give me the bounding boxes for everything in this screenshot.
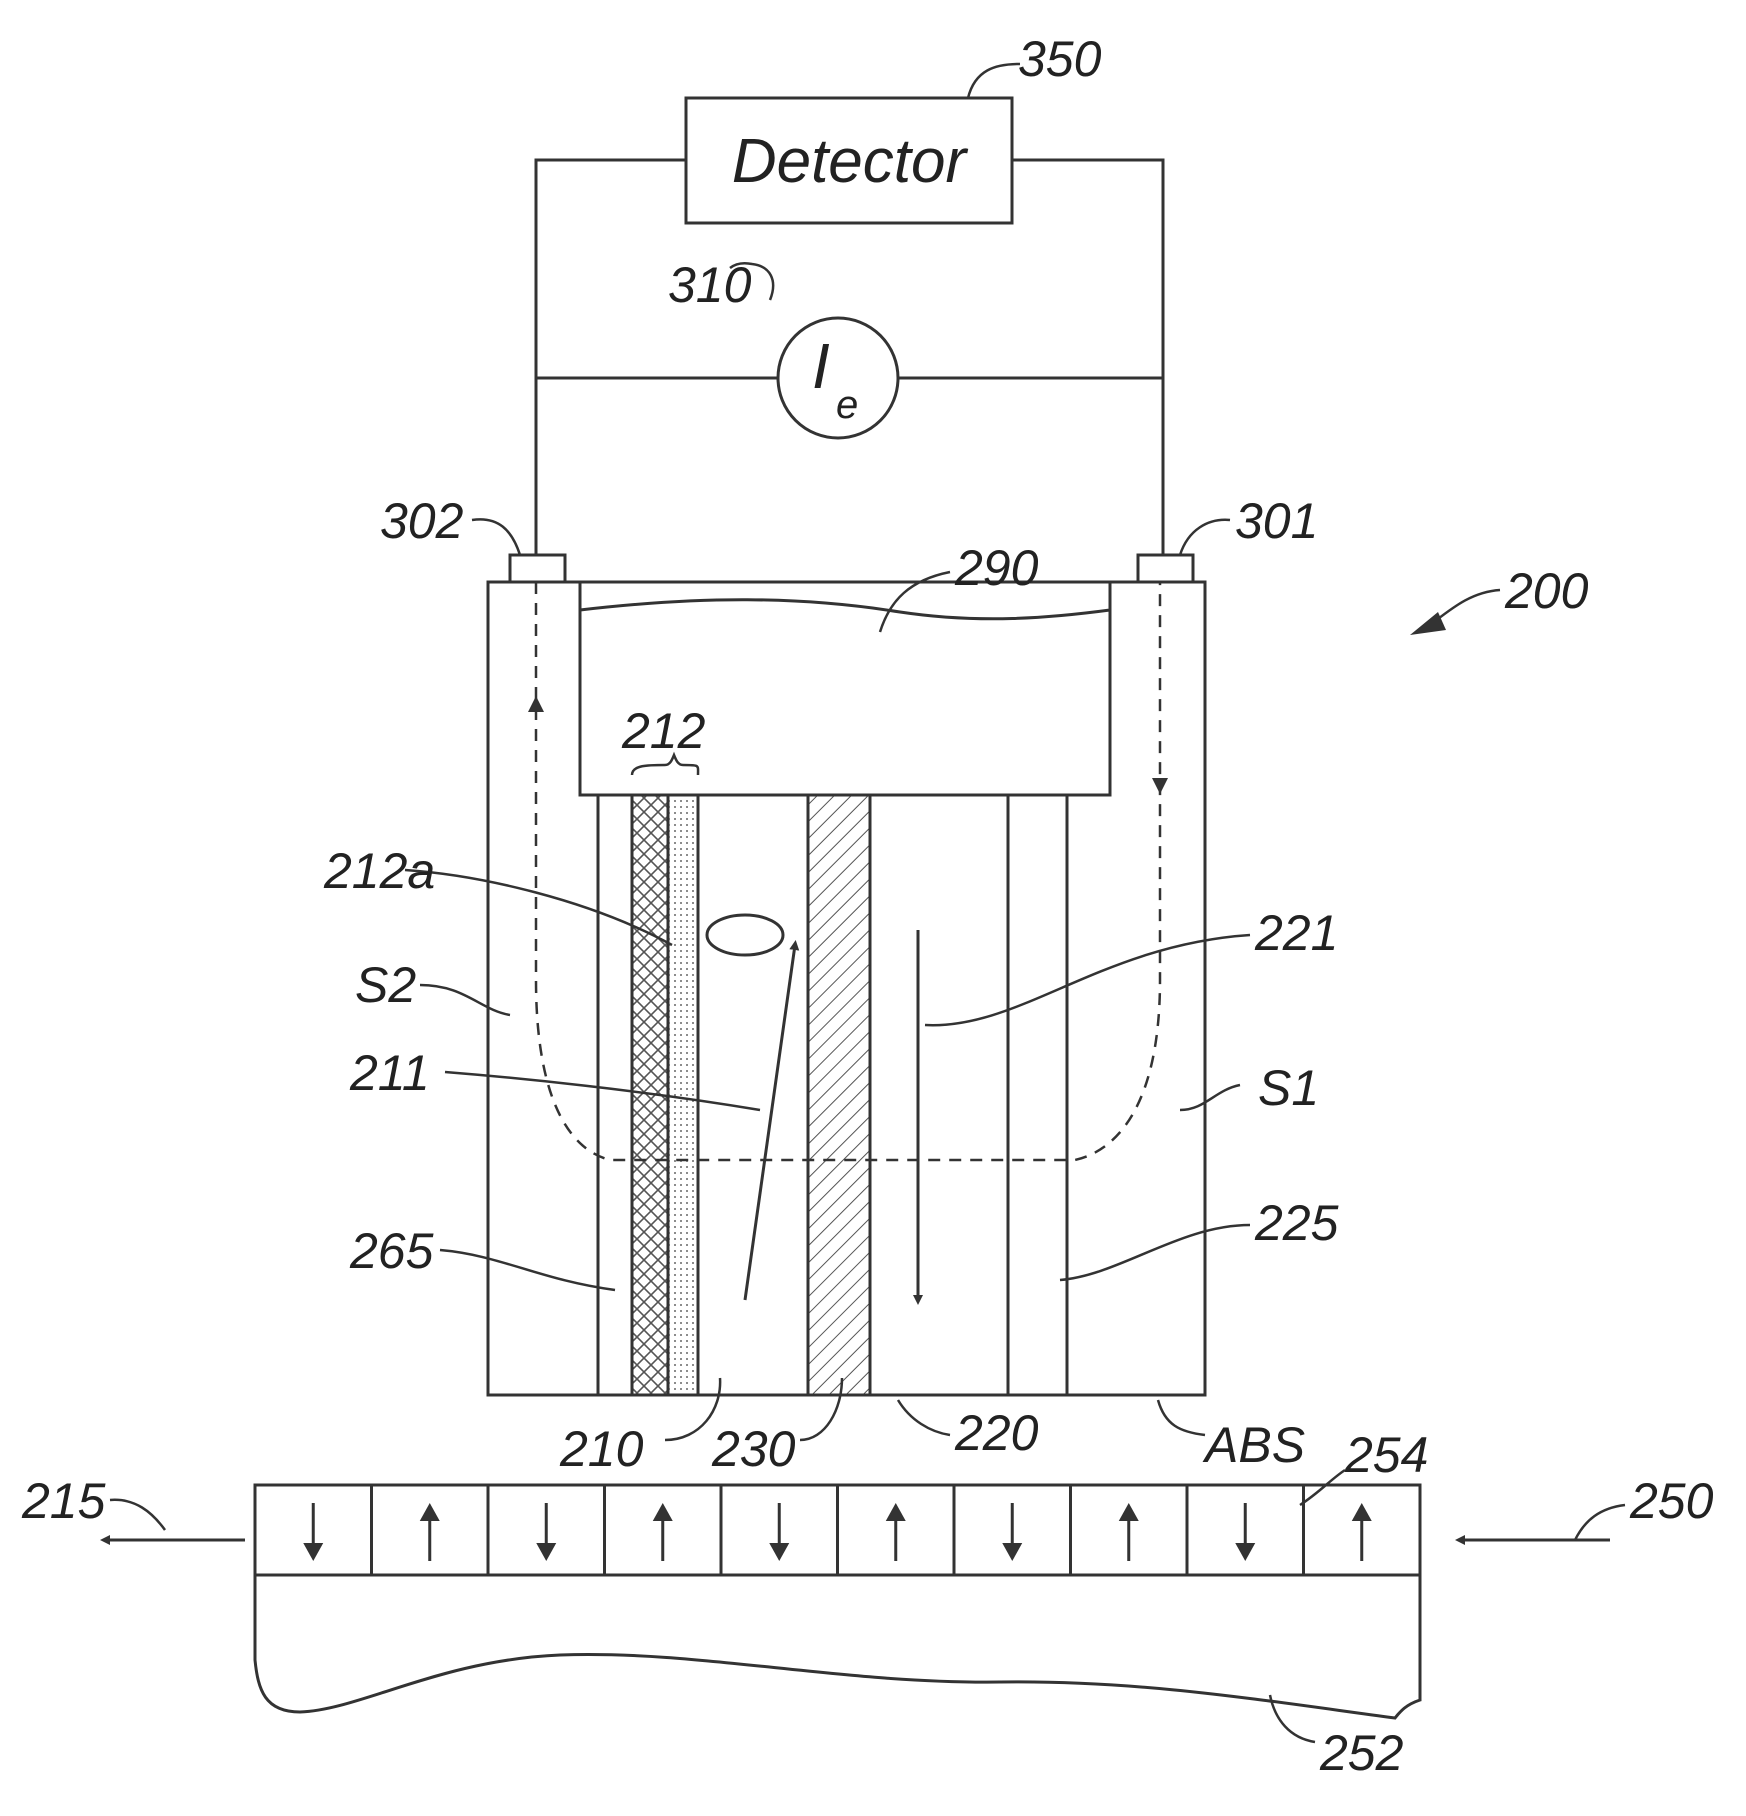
abs-leader bbox=[1158, 1400, 1205, 1435]
media-250-leader bbox=[1575, 1505, 1625, 1540]
bit-down-arrowhead bbox=[303, 1543, 323, 1561]
ref-290: 290 bbox=[954, 540, 1039, 596]
layer-265-leader bbox=[440, 1250, 615, 1290]
up-arrowhead bbox=[528, 696, 544, 712]
ref-212: 212 bbox=[621, 703, 706, 759]
bit-down-arrowhead bbox=[1002, 1543, 1022, 1561]
ref-abs: ABS bbox=[1202, 1417, 1305, 1473]
bit-up-arrowhead bbox=[420, 1503, 440, 1521]
magnetization-211-leader bbox=[445, 1072, 760, 1110]
magnetization-arrow-211 bbox=[745, 945, 795, 1300]
ref-230: 230 bbox=[711, 1421, 796, 1477]
ref-212a: 212a bbox=[323, 843, 435, 899]
terminal-301-leader bbox=[1180, 520, 1230, 555]
ref-310: 310 bbox=[668, 257, 752, 313]
ref-254: 254 bbox=[1344, 1427, 1428, 1483]
layer-220-leader bbox=[898, 1400, 950, 1435]
detector-leader bbox=[968, 64, 1020, 98]
shield-s2-leader bbox=[420, 985, 510, 1015]
current-subscript: e bbox=[836, 383, 858, 427]
magnetization-221-leader bbox=[925, 935, 1250, 1025]
bit-up-arrowhead bbox=[886, 1503, 906, 1521]
layer-225-leader bbox=[1060, 1225, 1250, 1280]
media-250 bbox=[255, 1485, 1420, 1718]
ref-s2: S2 bbox=[355, 957, 416, 1013]
gap-layer-290 bbox=[580, 582, 1110, 795]
bit-down-arrowhead bbox=[769, 1543, 789, 1561]
down-arrowhead bbox=[1152, 778, 1168, 794]
terminal-302 bbox=[510, 555, 565, 582]
ref-215: 215 bbox=[21, 1473, 106, 1529]
ref-200: 200 bbox=[1504, 563, 1589, 619]
ref-221: 221 bbox=[1254, 905, 1338, 961]
bit-254-leader bbox=[1300, 1470, 1345, 1505]
magnetization-ellipse bbox=[707, 915, 783, 955]
terminal-301 bbox=[1138, 555, 1193, 582]
ref-250: 250 bbox=[1629, 1473, 1714, 1529]
bit-up-arrowhead bbox=[1352, 1503, 1372, 1521]
ref-350: 350 bbox=[1018, 31, 1102, 87]
ref-210: 210 bbox=[559, 1421, 644, 1477]
ref-265: 265 bbox=[349, 1223, 434, 1279]
current-source: I e bbox=[778, 318, 898, 438]
bit-down-arrowhead bbox=[536, 1543, 556, 1561]
layer-212a-dotted bbox=[668, 795, 698, 1395]
circuit-wires bbox=[536, 160, 1163, 555]
motion-215-leader bbox=[110, 1500, 165, 1530]
ref-s1: S1 bbox=[1258, 1060, 1319, 1116]
spacer-230 bbox=[808, 795, 870, 1395]
ref-220: 220 bbox=[954, 1405, 1039, 1461]
ref-302: 302 bbox=[380, 493, 464, 549]
terminal-302-leader bbox=[472, 519, 520, 555]
ref-301: 301 bbox=[1235, 493, 1318, 549]
ref-211: 211 bbox=[349, 1045, 430, 1101]
ref-252: 252 bbox=[1319, 1725, 1404, 1781]
bit-down-arrowhead bbox=[1235, 1543, 1255, 1561]
detector-box: Detector bbox=[686, 98, 1012, 223]
current-symbol: I bbox=[812, 330, 830, 402]
bit-up-arrowhead bbox=[1119, 1503, 1139, 1521]
detector-label: Detector bbox=[732, 127, 969, 196]
shield-s1-leader bbox=[1180, 1085, 1240, 1110]
bit-up-arrowhead bbox=[653, 1503, 673, 1521]
ref-225: 225 bbox=[1254, 1195, 1339, 1251]
